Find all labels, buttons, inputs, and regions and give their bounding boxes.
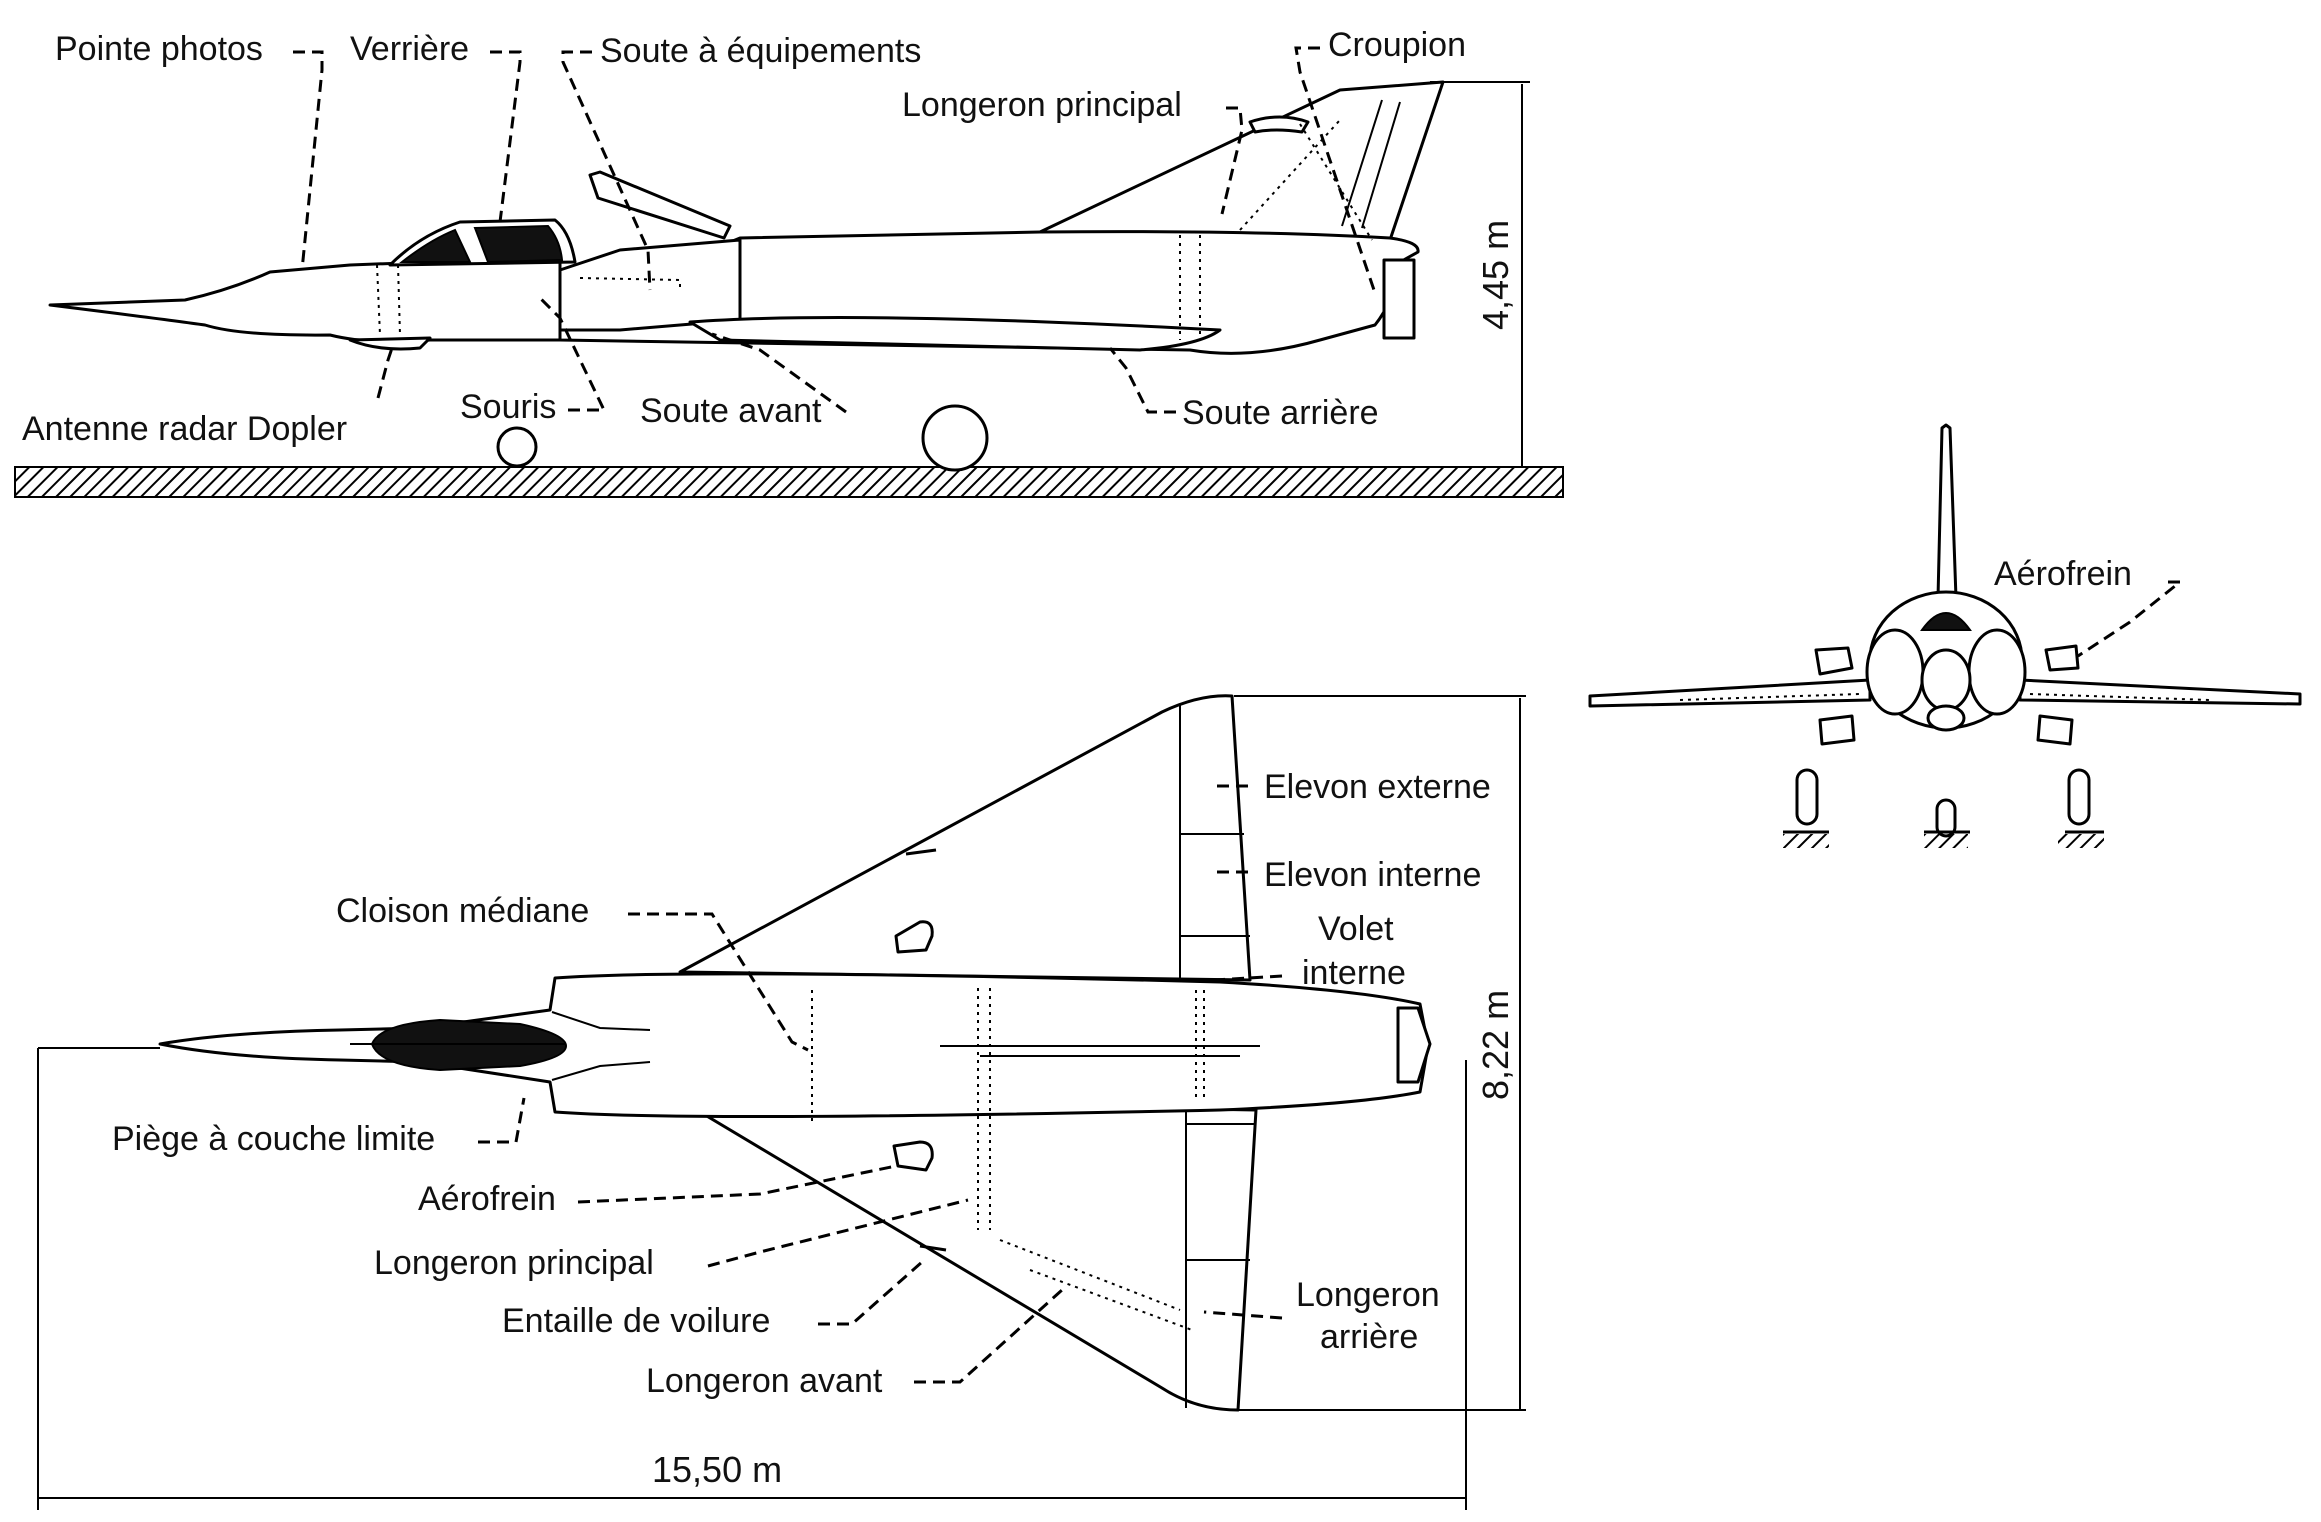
label-longeron-arriere-1: Longeron — [1296, 1276, 1440, 1314]
top-wing-upper — [678, 694, 1252, 982]
label-souris: Souris — [460, 388, 556, 426]
label-elevon-externe: Elevon externe — [1264, 768, 1491, 806]
radar-antenna — [348, 336, 432, 351]
leader-longeron-principal-top — [707, 1198, 969, 1268]
label-cloison-mediane: Cloison médiane — [336, 892, 589, 930]
front-wing-detail — [1679, 693, 2211, 701]
nose-wheel — [496, 426, 538, 468]
leader-longeron-arriere — [1203, 1310, 1283, 1320]
leader-croupion — [1294, 46, 1376, 291]
height-dimension: 4,45 m — [1475, 220, 1516, 330]
front-airbrake-right — [2044, 644, 2080, 672]
label-longeron-avant: Longeron avant — [646, 1362, 883, 1400]
label-croupion: Croupion — [1328, 26, 1466, 64]
front-pylon-left — [1818, 714, 1856, 746]
front-gear-left — [1795, 768, 1819, 826]
leader-soute-avant — [711, 332, 847, 414]
leader-cloison — [628, 912, 809, 1052]
leader-front-aerofrein — [2077, 580, 2185, 658]
front-intake-right — [1967, 628, 2027, 716]
leader-entaille — [818, 1260, 923, 1326]
leader-soute-equipements — [561, 50, 652, 291]
front-canopy — [1920, 612, 1972, 631]
label-entaille-voilure: Entaille de voilure — [502, 1302, 770, 1340]
front-chin — [1926, 704, 1966, 732]
front-ground-right — [2058, 834, 2104, 848]
leader-pointe-photos — [293, 50, 324, 271]
label-elevon-interne: Elevon interne — [1264, 856, 1481, 894]
label-longeron-principal-top: Longeron principal — [374, 1244, 654, 1282]
intake — [548, 238, 742, 332]
label-front-aerofrein: Aérofrein — [1994, 555, 2132, 593]
top-notch-lower — [919, 1244, 947, 1252]
top-dotted — [811, 988, 1205, 1331]
label-longeron-principal-side: Longeron principal — [902, 86, 1182, 124]
leader-longeron-principal — [1220, 106, 1244, 215]
top-airbrake-lower — [892, 1140, 934, 1172]
leader-soute-arriere — [1108, 347, 1176, 414]
front-pylon-right — [2036, 714, 2074, 746]
label-volet-interne-1: Volet — [1318, 910, 1394, 948]
top-intake-lower — [551, 1061, 651, 1081]
top-nozzle — [1396, 1006, 1432, 1084]
top-view: Elevon externe Elevon interne Volet inte… — [37, 694, 1526, 1510]
leader-aerofrein-top — [577, 1164, 897, 1204]
label-soute-equipements: Soute à équipements — [600, 32, 921, 70]
top-fairing — [588, 170, 732, 240]
label-longeron-arriere-2: arrière — [1320, 1318, 1418, 1356]
front-gear-right — [2067, 768, 2091, 826]
label-antenne-radar: Antenne radar Dopler — [22, 410, 347, 448]
label-soute-arriere: Soute arrière — [1182, 394, 1379, 432]
rudder — [1341, 99, 1401, 229]
main-wheel — [921, 404, 989, 472]
side-view: Pointe photos Verrière Soute à équipemen… — [14, 26, 1564, 498]
top-intake-upper — [551, 1011, 651, 1031]
top-notch-upper — [905, 848, 937, 856]
label-soute-avant: Soute avant — [640, 392, 822, 430]
ventral-pod — [688, 316, 1222, 352]
label-pointe-photos: Pointe photos — [55, 30, 263, 68]
elevons-upper — [1179, 704, 1250, 982]
leader-antenne — [376, 347, 394, 399]
label-verriere: Verrière — [350, 30, 469, 68]
leader-volet-interne — [1213, 974, 1283, 982]
label-piege-couche-limite: Piège à couche limite — [112, 1120, 435, 1158]
leader-verriere — [490, 50, 522, 223]
label-volet-interne-2: interne — [1302, 954, 1406, 992]
span-dimension: 8,22 m — [1475, 990, 1516, 1100]
canopy-frame — [399, 224, 564, 264]
ground-hatch — [14, 466, 1564, 498]
fin-fairing — [1248, 115, 1310, 134]
front-nose — [1920, 648, 1972, 712]
front-ground-left — [1783, 834, 1829, 848]
leader-piege — [478, 1097, 526, 1144]
front-airbrake-left — [1814, 646, 1854, 676]
front-fin — [1936, 423, 1958, 600]
top-airbrake-upper — [894, 920, 934, 954]
front-intake-left — [1865, 628, 1925, 716]
nozzle — [1382, 258, 1416, 340]
elevons-lower — [1185, 1110, 1256, 1408]
leader-longeron-avant — [914, 1288, 1064, 1384]
leader-souris — [536, 294, 607, 412]
front-ground-nose — [1924, 834, 1968, 848]
length-dimension: 15,50 m — [652, 1449, 782, 1490]
label-aerofrein-top: Aérofrein — [418, 1180, 556, 1218]
front-view: Aérofrein — [1588, 423, 2302, 848]
